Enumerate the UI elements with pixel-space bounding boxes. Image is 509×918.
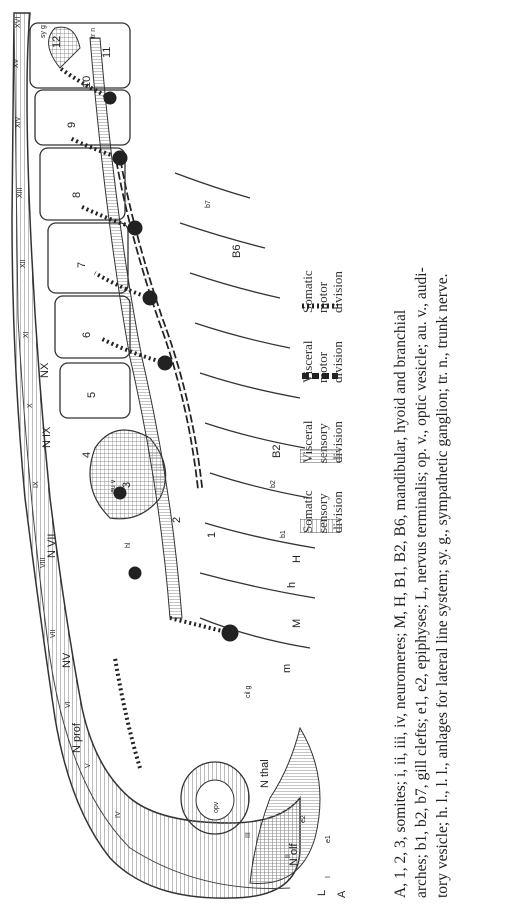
label-somite-2: 2 <box>171 517 183 523</box>
label-somite-11: 11 <box>101 47 113 58</box>
label-nx: NX <box>39 362 51 378</box>
caption-line-2: arches; b1, b2, b7, gill clefts; e1, e2,… <box>411 28 432 898</box>
roman-X: X <box>27 403 34 408</box>
roman-XIII: XIII <box>17 187 24 198</box>
visceral-trunk <box>90 38 182 618</box>
label-hl: hl <box>125 542 132 548</box>
label-somite-10: 10 <box>81 76 93 88</box>
label-somite-1: 1 <box>206 532 218 538</box>
roman-VI: VI <box>65 701 72 708</box>
caption-line-1: A, 1, 2, 3, somites; i, ii, iii, iv, neu… <box>390 28 411 898</box>
roman-VII: VII <box>50 629 57 638</box>
legend-swatch-lines <box>300 519 340 533</box>
label-A: A <box>336 890 348 898</box>
caption-line-3: tory vesicle; h. l., l. l., anlages for … <box>432 28 453 898</box>
label-e1: e1 <box>325 835 332 843</box>
label-opv: opv <box>213 801 220 813</box>
roman-XI: XI <box>23 331 30 338</box>
figure-caption: A, 1, 2, 3, somites; i, ii, iii, iv, neu… <box>390 28 453 898</box>
roman-VIII: VIII <box>40 557 47 568</box>
roman-IV: IV <box>115 811 122 818</box>
label-arch-b2: b2 <box>270 480 277 488</box>
label-arch-h: h <box>286 582 298 588</box>
label-somite-4: 4 <box>81 452 93 458</box>
label-n-thal: N thal <box>259 759 271 788</box>
label-somite-9: 9 <box>66 122 78 128</box>
roman-V: V <box>85 763 92 768</box>
label-somite-8: 8 <box>71 192 83 198</box>
label-somite-7: 7 <box>76 262 88 268</box>
legend-swatch-dash <box>300 369 340 383</box>
label-L: L <box>316 890 328 896</box>
label-sy-g: sy g <box>40 25 47 38</box>
gill-arches <box>175 173 315 648</box>
roman-I: I <box>325 876 332 878</box>
legend-swatch-dots <box>300 299 340 313</box>
roman-IX: IX <box>33 481 40 488</box>
label-arch-m: m <box>281 664 293 673</box>
label-arch-M: M <box>291 619 303 628</box>
label-arch-b1: b1 <box>280 530 287 538</box>
label-arch-b7: b7 <box>205 200 212 208</box>
label-somite-5: 5 <box>86 392 98 398</box>
label-e2: e2 <box>300 815 307 823</box>
label-n-vii: N VII <box>46 534 58 558</box>
roman-II: II <box>285 854 292 858</box>
roman-III: III <box>245 832 252 838</box>
label-n-ix: N IX <box>41 426 53 448</box>
label-arch-B2: B2 <box>271 445 283 458</box>
roman-XII: XII <box>20 259 27 268</box>
label-cil-g: cil g <box>245 685 252 698</box>
roman-XIV: XIV <box>15 116 22 128</box>
label-n-prof: N prof <box>71 722 83 753</box>
label-somite-12: 12 <box>51 36 63 48</box>
label-nv: NV <box>61 652 73 668</box>
legend-swatch-hatch <box>300 449 340 463</box>
label-tr-n: tr n <box>90 28 97 38</box>
label-arch-B6: B6 <box>231 245 243 258</box>
label-somite-6: 6 <box>81 332 93 338</box>
roman-XVI: XVI <box>15 17 22 28</box>
label-arch-H: H <box>291 555 303 563</box>
roman-XV: XV <box>13 58 20 68</box>
olfactory-region <box>250 728 320 883</box>
label-somite-3: 3 <box>121 482 133 488</box>
label-au-v: au v <box>110 479 117 493</box>
